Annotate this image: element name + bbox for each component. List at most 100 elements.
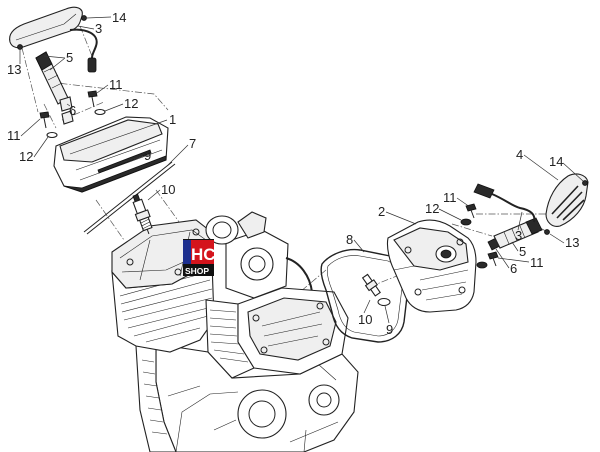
- leader-line: [149, 119, 168, 127]
- ignition-coil-ribs-right: [503, 225, 526, 245]
- bolt-part-11-shank: [91, 96, 95, 108]
- leader-line: [549, 233, 565, 244]
- coil-cable: [69, 28, 98, 59]
- washer-part-12: [460, 218, 472, 226]
- leader-line: [511, 241, 519, 252]
- washer-part-12: [46, 131, 58, 139]
- assembly-line: [43, 103, 57, 129]
- callout-11: 11: [7, 128, 21, 143]
- assembly-line: [61, 101, 105, 121]
- callout-7: 7: [189, 136, 196, 151]
- callout-5: 5: [519, 244, 526, 259]
- bolt-part-11-shank: [43, 117, 47, 129]
- coil-cover-part-4: [545, 173, 589, 227]
- intake-trumpet: [205, 215, 239, 245]
- spark-plug-thread: [369, 285, 381, 297]
- alternator-cover-hub: [316, 392, 332, 408]
- callout-6: 6: [510, 261, 517, 276]
- logo-blue-stripe: [183, 240, 191, 264]
- washer-part-12: [476, 261, 488, 269]
- front-cylinder-fins: [209, 309, 249, 363]
- coil-cover-part-4-hatching: [551, 185, 585, 221]
- bolt-part-11: [87, 90, 98, 98]
- callout-12: 12: [425, 201, 439, 216]
- intake-trumpet-mouth: [212, 221, 232, 239]
- callout-12: 12: [124, 96, 138, 111]
- valve-cover-bolt-hole: [404, 246, 412, 254]
- leader-line: [86, 16, 112, 19]
- callout-10: 10: [161, 182, 175, 197]
- leader-line: [523, 154, 559, 181]
- leader-lines: [19, 16, 584, 324]
- leader-line: [562, 162, 584, 182]
- assembly-line: [47, 81, 169, 111]
- bolt-part-14-right: [582, 180, 588, 186]
- sleeve-part-6: [61, 110, 74, 125]
- callout-14: 14: [549, 154, 563, 169]
- coil-cover-part-3: [9, 6, 83, 49]
- logo-word: SHOP: [185, 266, 209, 276]
- leader-line: [517, 211, 523, 231]
- ignition-coil-cap-right: [525, 217, 543, 235]
- front-head-bolt: [260, 346, 268, 354]
- assembly-line: [21, 47, 39, 113]
- leader-line: [353, 239, 365, 253]
- callout-13: 13: [7, 62, 21, 77]
- valve-cover-ribs: [69, 125, 163, 181]
- bolt-part-11-shank: [492, 257, 497, 267]
- screw-part-13: [17, 44, 23, 50]
- screw-part-13-right: [544, 229, 550, 235]
- leader-line: [77, 25, 95, 30]
- leader-line: [438, 208, 462, 221]
- valve-cover-part-2-ribs: [393, 261, 469, 301]
- bolt-part-11-shank: [470, 209, 475, 219]
- hc-shop-logo: HC SHOP: [183, 239, 216, 276]
- throttle-body-valve: [248, 255, 266, 273]
- front-head-ribs: [261, 311, 323, 347]
- logo-mark: HC: [191, 245, 216, 264]
- gasket-part-8: [320, 248, 409, 343]
- callout-6: 6: [69, 103, 76, 118]
- callout-14: 14: [112, 10, 126, 25]
- spark-plug-part-10-right: [361, 273, 381, 297]
- callout-11: 11: [109, 77, 123, 92]
- callout-3: 3: [95, 21, 102, 36]
- gasket-part-8-inner: [326, 255, 403, 337]
- leader-line: [123, 155, 144, 163]
- rear-head-cover-ribs: [119, 229, 207, 281]
- leader-line: [363, 299, 371, 314]
- leader-line: [497, 257, 530, 263]
- valve-cover-bolt-hole: [456, 238, 464, 246]
- callout-1: 1: [169, 112, 176, 127]
- valve-cover-lower-edge: [63, 155, 167, 193]
- assembly-line: [451, 223, 493, 237]
- callout-11: 11: [443, 190, 457, 205]
- spark-plug-hole-inner: [440, 249, 452, 259]
- callout-12: 12: [19, 149, 33, 164]
- washer-part-12: [94, 108, 106, 116]
- rear-head-bolt: [126, 258, 134, 266]
- front-head-bolt: [316, 302, 324, 310]
- front-head-bolt: [252, 314, 260, 322]
- leader-line: [96, 84, 109, 94]
- assembly-line: [79, 25, 93, 57]
- leader-line: [147, 189, 161, 201]
- assembly-line: [299, 269, 327, 293]
- front-head-bolt: [322, 338, 330, 346]
- assembly-line: [155, 189, 183, 227]
- engine-assembly: [111, 211, 359, 452]
- coil-cable-part-3: [491, 193, 536, 223]
- assembly-line: [95, 199, 125, 241]
- clutch-cover: [237, 389, 287, 439]
- engine-left-frame: [135, 343, 177, 452]
- callout-4: 4: [516, 147, 523, 162]
- leader-line: [456, 197, 471, 208]
- leader-line: [104, 103, 124, 112]
- injector-housing: [237, 211, 267, 239]
- callout-10: 10: [358, 312, 372, 327]
- logo-red-panel: [191, 240, 214, 264]
- leader-line: [495, 248, 510, 269]
- callout-8: 8: [346, 232, 353, 247]
- leader-line: [384, 305, 390, 324]
